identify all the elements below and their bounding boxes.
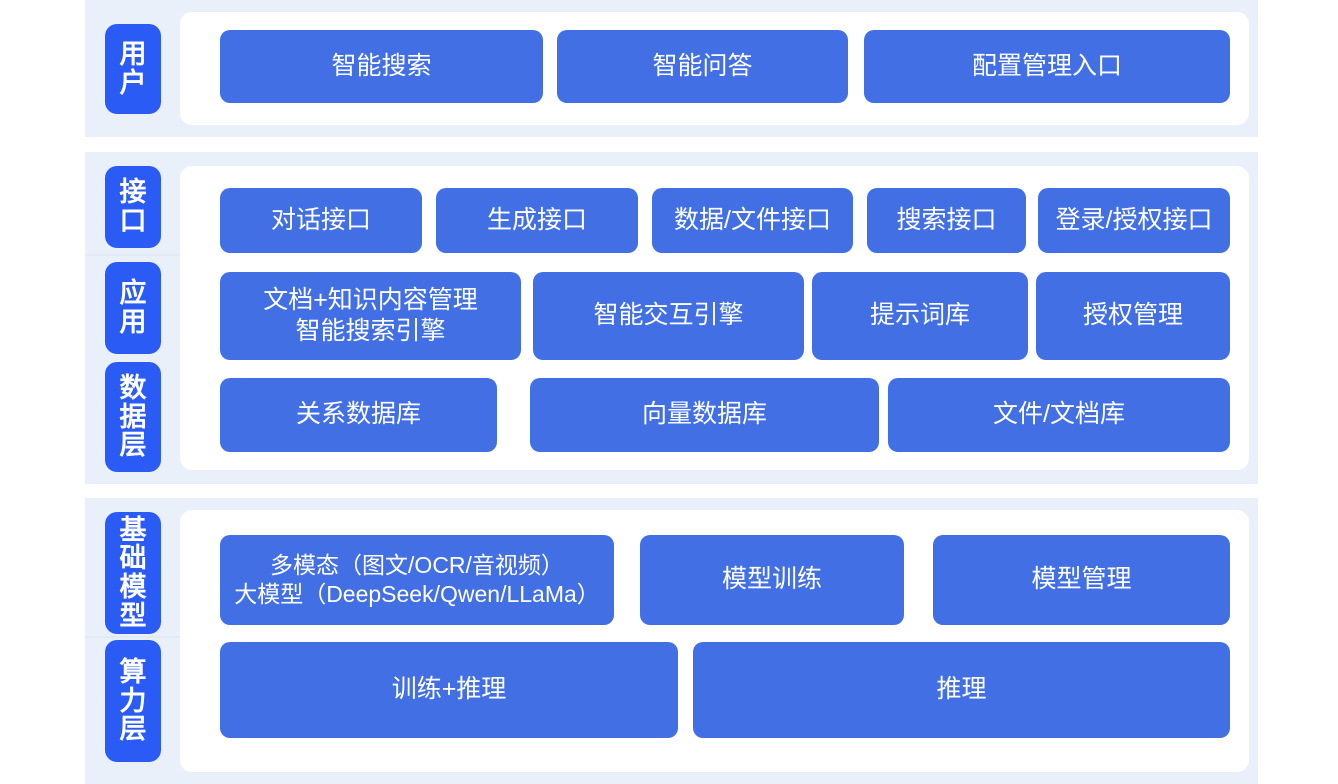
side-label-interface: 接口 (105, 166, 161, 248)
side-label-user: 用户 (105, 24, 161, 114)
card-user-config-portal[interactable]: 配置管理入口 (864, 30, 1230, 103)
card-application-authorization[interactable]: 授权管理 (1036, 272, 1230, 360)
side-label-interface-text: 接口 (119, 177, 147, 236)
side-label-base-model: 基础模型 (105, 512, 161, 634)
card-compute-train-inference[interactable]: 训练+推理 (220, 642, 678, 738)
card-model-multimodal-llm[interactable]: 多模态（图文/OCR/音视频） 大模型（DeepSeek/Qwen/LLaMa） (220, 535, 614, 625)
side-label-data: 数据层 (105, 362, 161, 472)
side-label-data-text: 数据层 (119, 373, 147, 461)
side-label-user-text: 用户 (119, 39, 147, 98)
band-divider-model-compute (85, 636, 181, 638)
card-application-prompt-library[interactable]: 提示词库 (812, 272, 1028, 360)
card-data-relational-db[interactable]: 关系数据库 (220, 378, 497, 452)
card-application-interaction-engine[interactable]: 智能交互引擎 (533, 272, 804, 360)
card-model-training[interactable]: 模型训练 (640, 535, 904, 625)
card-data-vector-db[interactable]: 向量数据库 (530, 378, 879, 452)
card-interface-login-auth[interactable]: 登录/授权接口 (1038, 188, 1230, 253)
side-label-compute: 算力层 (105, 640, 161, 762)
card-user-smart-search[interactable]: 智能搜索 (220, 30, 543, 103)
card-user-smart-qa[interactable]: 智能问答 (557, 30, 848, 103)
side-label-base-model-text: 基础模型 (119, 514, 147, 631)
card-interface-generate[interactable]: 生成接口 (436, 188, 638, 253)
card-interface-data-file[interactable]: 数据/文件接口 (652, 188, 853, 253)
side-label-application: 应用 (105, 262, 161, 354)
card-interface-search[interactable]: 搜索接口 (867, 188, 1026, 253)
card-interface-dialog[interactable]: 对话接口 (220, 188, 422, 253)
side-label-application-text: 应用 (119, 278, 147, 337)
band-divider-interface-application (85, 254, 181, 256)
card-model-management[interactable]: 模型管理 (933, 535, 1230, 625)
card-compute-inference[interactable]: 推理 (693, 642, 1230, 738)
side-label-compute-text: 算力层 (119, 657, 147, 745)
card-application-doc-knowledge-search[interactable]: 文档+知识内容管理 智能搜索引擎 (220, 272, 521, 360)
card-data-file-doc-store[interactable]: 文件/文档库 (888, 378, 1230, 452)
